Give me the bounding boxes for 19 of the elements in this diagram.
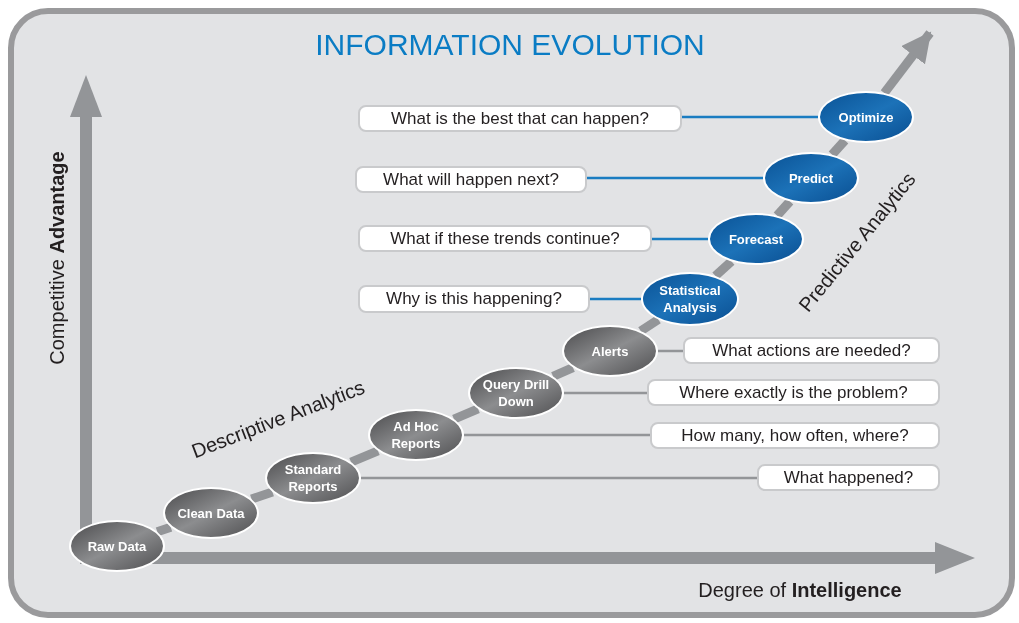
axis-label: Degree of Intelligence (697, 578, 903, 603)
connector-line (682, 115, 818, 119)
question-box: What actions are needed? (683, 337, 940, 364)
question-box: What is the best that can happen? (358, 105, 682, 132)
connector-line (361, 476, 757, 480)
question-box: Where exactly is the problem? (647, 379, 940, 406)
connector-line (564, 391, 647, 395)
axis-label: Competitive Advantage (45, 150, 69, 367)
question-box: What will happen next? (355, 166, 587, 193)
connector-line (464, 433, 650, 437)
question-box: What if these trends continue? (358, 225, 652, 252)
title: INFORMATION EVOLUTION (314, 27, 706, 63)
question-box: Why is this happening? (358, 285, 590, 313)
connector-line (652, 237, 708, 241)
question-box: How many, how often, where? (650, 422, 940, 449)
connector-line (658, 349, 683, 353)
question-box: What happened? (757, 464, 940, 491)
connector-line (587, 176, 763, 180)
connector-line (590, 297, 641, 301)
